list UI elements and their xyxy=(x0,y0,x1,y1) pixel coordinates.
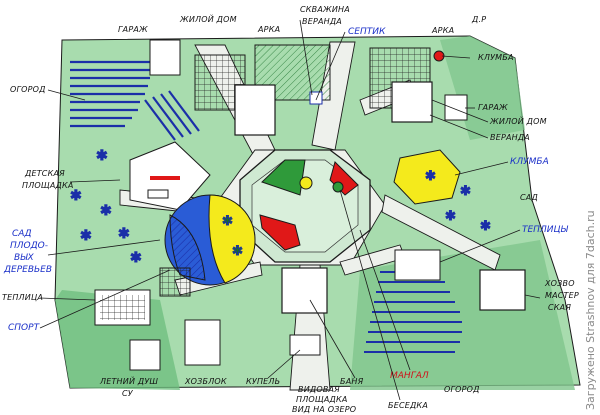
label-workshop-1: ХОЗВО xyxy=(544,279,575,288)
label-shower-2: СУ xyxy=(122,389,134,398)
svg-text:✱: ✱ xyxy=(70,188,82,204)
label-sport: СПОРТ xyxy=(8,323,41,333)
svg-text:✱: ✱ xyxy=(130,250,142,266)
label-workshop-2: МАСТЕР xyxy=(545,291,579,300)
greenhouse-left-grid xyxy=(100,295,145,320)
label-flowerbed-mid: КЛУМБА xyxy=(510,157,549,167)
label-shower-1: ЛЕТНИЙ ДУШ xyxy=(99,375,158,386)
playground-swing xyxy=(147,189,169,199)
courtyard-fountain xyxy=(299,176,313,190)
label-viewpoint-1: ВИДОВАЯ xyxy=(298,385,340,394)
lawn-shade-top-right xyxy=(440,36,525,140)
label-greenhouses: ТЕПЛИЦЫ xyxy=(522,225,568,235)
label-garden-left: ОГОРОД xyxy=(10,85,46,94)
svg-text:✱: ✱ xyxy=(232,244,243,259)
house-top-left xyxy=(234,84,276,136)
label-bath-house: БАНЯ xyxy=(340,377,364,386)
label-utility-block: ХОЗБЛОК xyxy=(184,377,227,386)
garage-top-left xyxy=(149,39,181,76)
label-leaders xyxy=(39,19,541,401)
svg-text:✱: ✱ xyxy=(425,169,436,184)
label-garage-right: ГАРАЖ xyxy=(478,103,508,112)
fruit-trees: ✱ ✱ ✱ ✱ ✱ ✱ ✱ ✱ ✱ ✱ ✱ ✱ xyxy=(70,148,492,267)
utility-block xyxy=(184,319,221,366)
garage-right xyxy=(444,94,468,121)
label-viewpoint-2: ПЛОЩАДКА xyxy=(296,395,348,404)
label-grill: МАНГАЛ xyxy=(390,371,429,381)
house-right xyxy=(391,81,433,123)
label-plunge-pool: КУПЕЛЬ xyxy=(246,377,280,386)
label-house-top: ЖИЛОЙ ДОМ xyxy=(179,13,237,24)
label-gazebo: БЕСЕДКА xyxy=(388,401,428,410)
vegetable-beds-right xyxy=(364,271,462,353)
plunge-pool xyxy=(289,334,321,356)
svg-text:✱: ✱ xyxy=(460,184,471,199)
watermark: Загружено Strashnov для 7dach.ru xyxy=(584,210,597,410)
courtyard-flowerbed xyxy=(332,181,344,193)
label-playground-2: ПЛОЩАДКА xyxy=(22,181,74,190)
label-fruit-garden-2: ПЛОДО- xyxy=(10,241,48,251)
septik xyxy=(309,91,323,105)
svg-text:✱: ✱ xyxy=(445,209,456,224)
vegetable-beds-left xyxy=(70,60,200,141)
workshop xyxy=(479,269,526,311)
label-arch-right: АРКА xyxy=(431,26,454,35)
label-workshop-3: СКАЯ xyxy=(548,303,571,312)
playground-red-bar xyxy=(150,176,180,180)
flowerbed-yellow-right xyxy=(393,149,461,205)
label-well: СКВАЖИНА xyxy=(300,5,350,14)
plan-labels: ГАРАЖ ЖИЛОЙ ДОМ АРКА СКВАЖИНА ВЕРАНДА СЕ… xyxy=(2,5,579,414)
sport-court xyxy=(169,214,206,281)
svg-text:✱: ✱ xyxy=(80,228,92,244)
label-greenhouse: ТЕПЛИЦА xyxy=(2,293,43,302)
label-garage-top: ГАРАЖ xyxy=(118,25,148,34)
label-flowerbed-top: КЛУМБА xyxy=(478,53,514,62)
label-dr: Д.Р xyxy=(471,15,486,24)
round-garden-yellow xyxy=(208,194,256,284)
label-fruit-garden-1: САД xyxy=(12,229,31,239)
label-veranda-top: ВЕРАНДА xyxy=(302,17,342,26)
label-septic: СЕПТИК xyxy=(348,27,386,37)
label-playground-1: ДЕТСКАЯ xyxy=(24,169,65,178)
greenhouse-right xyxy=(394,249,441,281)
label-fruit-garden-4: ДЕРЕВЬЕВ xyxy=(3,265,52,275)
svg-text:✱: ✱ xyxy=(96,148,108,164)
summer-shower xyxy=(129,339,161,371)
label-house-right: ЖИЛОЙ ДОМ xyxy=(489,115,547,126)
svg-text:✱: ✱ xyxy=(100,203,112,219)
label-viewpoint-3: ВИД НА ОЗЕРО xyxy=(292,405,356,414)
courtyard-bed-red-bottom xyxy=(259,214,301,251)
label-fruit-garden-3: ВЫХ xyxy=(14,253,35,263)
label-orchard-right: САД xyxy=(520,193,538,202)
label-garden-bottom: ОГОРОД xyxy=(444,385,480,394)
courtyard-bed-green xyxy=(261,159,306,196)
svg-text:✱: ✱ xyxy=(480,219,491,234)
label-arch-top: АРКА xyxy=(257,25,280,34)
bath-house xyxy=(281,267,328,314)
svg-text:✱: ✱ xyxy=(222,214,233,229)
label-veranda-right: ВЕРАНДА xyxy=(490,133,530,142)
svg-text:✱: ✱ xyxy=(118,226,130,242)
